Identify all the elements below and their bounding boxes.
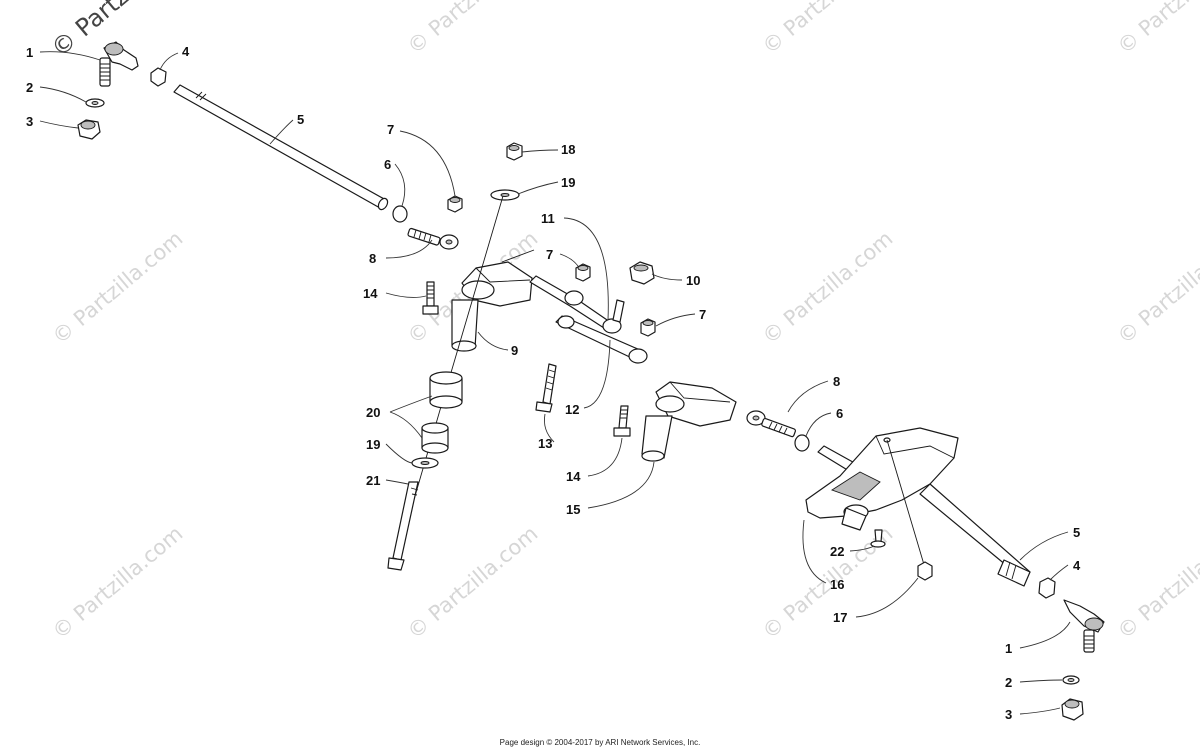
pitman-arm-left bbox=[451, 249, 535, 352]
nut-left bbox=[77, 119, 101, 140]
leader-lines bbox=[39, 51, 1071, 715]
bolt-13 bbox=[535, 363, 557, 413]
callout-9: 9 bbox=[511, 343, 518, 358]
callout-1-lower: 1 bbox=[1005, 641, 1012, 656]
callout-15: 15 bbox=[566, 502, 580, 517]
watermark-tile: © Partzilla.com bbox=[403, 0, 543, 59]
drag-link-11 bbox=[529, 275, 622, 334]
callout-3-lower: 3 bbox=[1005, 707, 1012, 722]
callout-5-upper: 5 bbox=[297, 112, 304, 127]
callout-8-lower: 8 bbox=[833, 374, 840, 389]
callout-4-lower: 4 bbox=[1073, 558, 1081, 573]
callout-17: 17 bbox=[833, 610, 847, 625]
tie-rod-upper bbox=[173, 84, 389, 211]
spacer-lower bbox=[794, 434, 810, 452]
pitman-arm-right bbox=[641, 381, 737, 462]
callout-6-lower: 6 bbox=[836, 406, 843, 421]
callout-2-upper: 2 bbox=[26, 80, 33, 95]
callout-3-upper: 3 bbox=[26, 114, 33, 129]
callout-4-upper: 4 bbox=[182, 44, 190, 59]
callout-22: 22 bbox=[830, 544, 844, 559]
steering-support-16 bbox=[805, 427, 1031, 587]
callout-2-lower: 2 bbox=[1005, 675, 1012, 690]
callout-1-upper: 1 bbox=[26, 45, 33, 60]
tie-rod-end-lower bbox=[746, 410, 796, 438]
tie-rod-end-lower-outer bbox=[1063, 599, 1105, 653]
watermark-tile: © Partzilla.com bbox=[1113, 0, 1200, 59]
callout-19-upper: 19 bbox=[561, 175, 575, 190]
watermark-tile: © Partzilla.com bbox=[758, 226, 898, 349]
bolt-22 bbox=[870, 529, 886, 548]
nut-10 bbox=[629, 261, 655, 285]
watermark-layer: © Partzilla.com © Partzilla.com © Partzi… bbox=[46, 0, 1200, 644]
nut-center-7 bbox=[575, 263, 591, 282]
watermark-tile: © Partzilla.com bbox=[758, 0, 898, 59]
nut-17 bbox=[917, 561, 933, 581]
parts-layer bbox=[77, 41, 1105, 721]
callout-6-upper: 6 bbox=[384, 157, 391, 172]
callout-20: 20 bbox=[366, 405, 380, 420]
callout-11: 11 bbox=[541, 211, 555, 226]
bolt-long-21 bbox=[387, 481, 419, 571]
nut-upper-7 bbox=[447, 195, 463, 213]
callout-12: 12 bbox=[565, 402, 579, 417]
spacer-upper bbox=[392, 205, 408, 223]
callout-14-upper: 14 bbox=[363, 286, 378, 301]
callout-16: 16 bbox=[830, 577, 844, 592]
bolt-center bbox=[612, 299, 625, 323]
bolt-upper-14 bbox=[422, 281, 439, 315]
watermark-tile: © Partzilla.com bbox=[1113, 521, 1200, 644]
bushing-lower-20 bbox=[421, 422, 449, 454]
callout-7-right: 7 bbox=[699, 307, 706, 322]
watermark-tile: © Partzilla.com bbox=[403, 521, 543, 644]
nut-right-7 bbox=[640, 318, 656, 337]
callout-21: 21 bbox=[366, 473, 380, 488]
bushing-upper-20 bbox=[429, 371, 463, 409]
watermark-tile: © Partzilla.com bbox=[48, 521, 188, 644]
tie-rod-end-left bbox=[99, 41, 139, 87]
jam-nut-lower bbox=[1038, 577, 1056, 599]
jam-nut-left bbox=[150, 67, 167, 87]
watermark-tile: © Partzilla.com bbox=[1113, 226, 1200, 349]
tie-rod-end-upper-inner bbox=[407, 227, 459, 250]
callout-numbers: 1 2 3 4 5 7 6 8 14 18 19 11 7 10 7 9 20 … bbox=[26, 44, 1081, 722]
nut-lower-3 bbox=[1061, 698, 1084, 721]
callout-10: 10 bbox=[686, 273, 700, 288]
callout-7-center: 7 bbox=[546, 247, 553, 262]
callout-19-lower: 19 bbox=[366, 437, 380, 452]
callout-8-upper: 8 bbox=[369, 251, 376, 266]
watermark-tile: © Partzilla.com bbox=[48, 226, 188, 349]
callout-13: 13 bbox=[538, 436, 552, 451]
callout-14-lower: 14 bbox=[566, 469, 581, 484]
callout-18: 18 bbox=[561, 142, 575, 157]
nut-top-18 bbox=[506, 142, 523, 161]
callout-5-lower: 5 bbox=[1073, 525, 1080, 540]
copyright-footer: Page design © 2004-2017 by ARI Network S… bbox=[499, 738, 701, 747]
shaft-line-right bbox=[886, 439, 926, 569]
callout-7-upper: 7 bbox=[387, 122, 394, 137]
bolt-lower-14 bbox=[613, 405, 631, 437]
